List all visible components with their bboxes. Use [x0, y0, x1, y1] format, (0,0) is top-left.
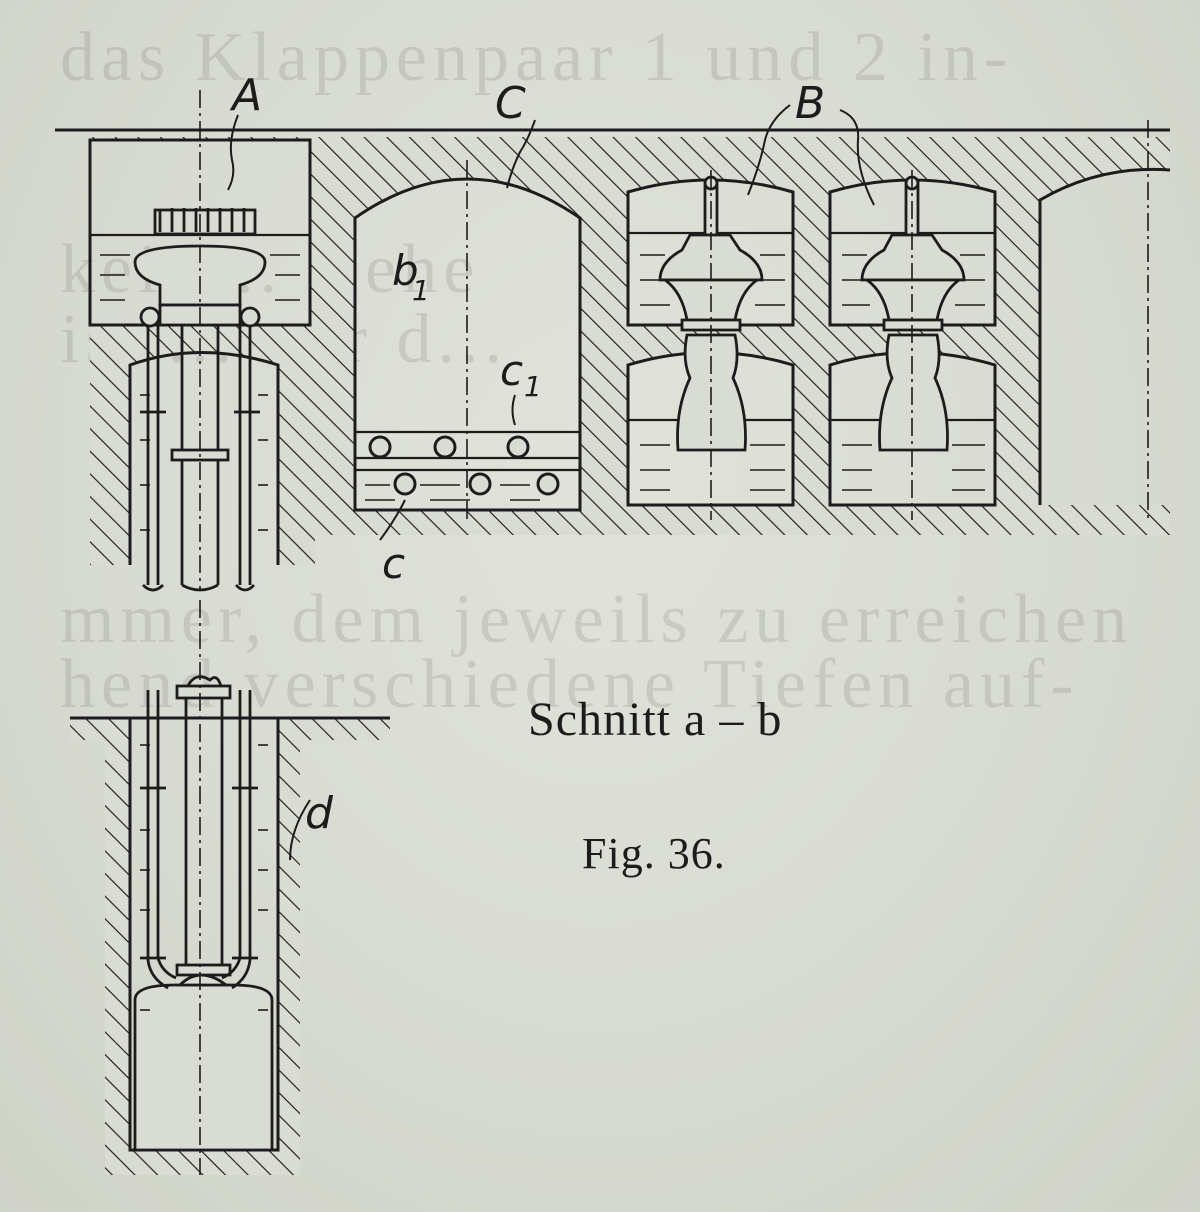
label-B: B [795, 78, 825, 129]
drawing-labels: A C B b 1 c 1 c d [229, 70, 825, 839]
label-C: C [495, 78, 526, 129]
center-lines [199, 90, 1149, 590]
label-A: A [229, 70, 262, 121]
section-d [70, 600, 390, 1175]
apparatus-d [133, 675, 274, 1152]
water-lines-d [140, 744, 268, 1011]
label-d: d [305, 788, 334, 839]
label-c: c [382, 539, 405, 588]
label-b1-subscript: 1 [412, 274, 430, 307]
pipe-circles [368, 435, 560, 496]
masonry-block [90, 137, 1170, 565]
chamber-A-outline [88, 138, 312, 327]
label-b1: b [392, 246, 419, 295]
leader-line-d [289, 799, 311, 861]
bleed-through-line: keit ... siehe [60, 231, 481, 308]
section-a-b [55, 90, 1171, 592]
section-caption: Schnitt a – b [528, 693, 783, 746]
bleed-through-line: hend verschiedene Tiefen auf- [60, 646, 1080, 723]
label-c1: c [500, 346, 523, 395]
chamber-b1-outline [353, 177, 582, 512]
figure-caption: Fig. 36. [582, 829, 726, 878]
bleed-through-line: mmer, dem jeweils zu erreichen [60, 581, 1134, 658]
bleed-through-line: das Klappenpaar 1 und 2 in- [60, 19, 1014, 96]
apparatus-B2 [860, 175, 966, 452]
leader-lines [227, 104, 875, 541]
chamber-right-outline [1038, 167, 1171, 505]
label-c1-subscript: 1 [524, 370, 542, 403]
chamber-A-lower-outline [128, 351, 280, 565]
